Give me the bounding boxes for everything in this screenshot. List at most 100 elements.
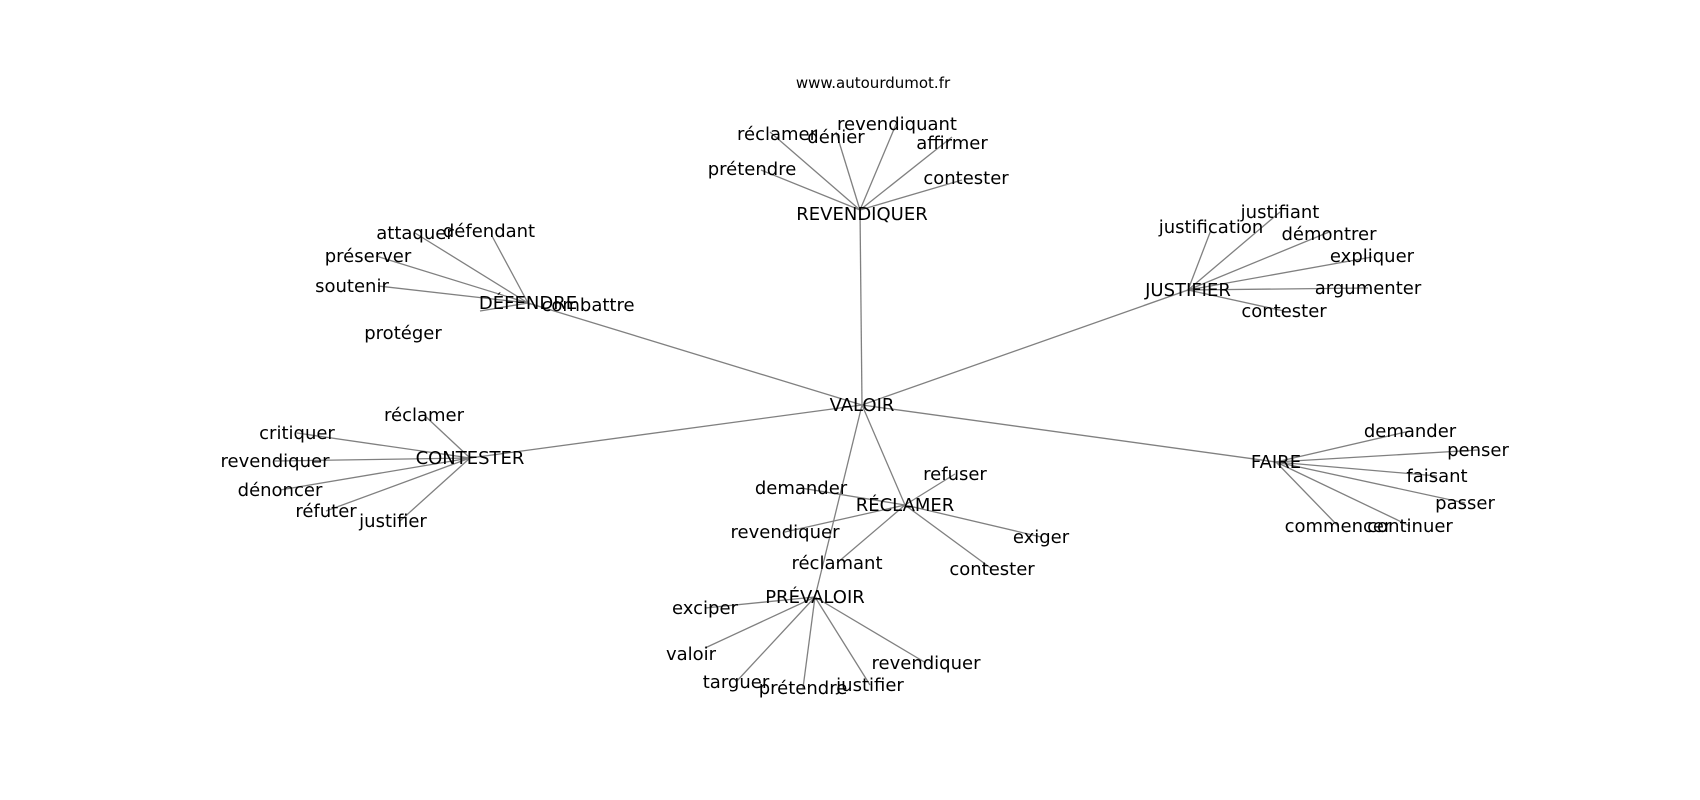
hub-to-word-edge [274,457,471,462]
word-node-label: attaquer [376,223,454,244]
word-node-label: soutenir [315,276,389,297]
hub-to-word-edge [1275,461,1438,477]
word-node-label: affirmer [916,133,988,154]
hub-to-word-edge [859,121,898,211]
hub-to-word-edge [1187,287,1369,291]
hub-to-word-edge [1187,231,1330,291]
word-node-label: continuer [1367,516,1453,537]
word-node-label: contester [1241,301,1327,322]
word-node-label: réclamant [791,553,882,574]
word-node-label: préserver [325,246,412,267]
center-to-hub-edge [469,404,863,459]
word-node-label: revendiquer [731,522,841,543]
hub-to-word-edge [769,131,861,211]
hub-to-word-edge [1275,461,1339,527]
center-node-label: VALOIR [830,395,895,416]
hub-to-word-edge [859,179,963,211]
hub-to-word-edge [904,473,956,506]
word-node-label: revendiquant [837,114,957,135]
hub-to-word-edge [735,596,816,683]
hub-to-word-edge [491,235,529,304]
hub-to-word-edge [377,285,529,304]
word-node-label: exiger [1013,527,1070,548]
hub-to-word-edge [1275,449,1479,463]
hub-to-word-edge [814,596,927,664]
hub-to-word-edge [479,302,529,312]
hub-to-word-edge [800,487,906,506]
word-node-label: contester [923,168,1009,189]
hub-to-word-edge [375,255,529,304]
hub-to-word-edge [1187,289,1285,312]
center-to-hub-edge [527,302,863,406]
hub-to-word-edge [704,596,816,649]
graph-edges [274,121,1479,689]
hub-to-word-edge [1275,430,1411,463]
word-node-label: défendant [443,221,535,242]
word-node-label: justifier [835,675,904,696]
word-node-label: justifiant [1240,202,1320,223]
hub-node-label: CONTESTER [416,448,525,469]
hub-to-word-edge [296,432,471,459]
hub-node-label: DÉFENDRE [479,292,577,314]
hub-to-word-edge [904,504,1042,538]
word-node-label: réfuter [295,501,357,522]
word-node-label: justification [1158,217,1264,238]
word-node-label: réclamer [737,124,818,145]
hub-to-word-edge [325,457,471,512]
word-node-label: demander [1364,421,1457,442]
word-node-label: faisant [1406,466,1467,487]
hub-node-label: PRÉVALOIR [765,586,865,608]
word-node-label: revendiquer [872,653,982,674]
hub-to-word-edge [904,504,993,570]
hub-to-word-edge [414,232,529,304]
center-to-hub-edge [861,404,1277,463]
hub-to-word-edge [423,414,471,459]
word-node-label: dénier [807,127,865,148]
word-node-label: contester [949,559,1035,580]
word-node-label: commencer [1285,516,1392,537]
word-node-label: prétendre [759,678,848,699]
hub-to-word-edge [760,169,861,211]
center-to-hub-edge [861,289,1189,406]
word-node-label: critiquer [259,423,335,444]
word-node-label: penser [1447,440,1509,461]
word-node-label: argumenter [1315,278,1422,299]
word-node-label: combattre [541,295,634,316]
hub-to-word-edge [704,596,816,609]
word-node-label: expliquer [1330,246,1415,267]
word-node-label: réclamer [384,405,465,426]
word-node-label: valoir [666,644,717,665]
center-to-hub-edge [814,404,863,598]
word-node-label: démontrer [1282,224,1378,245]
word-node-label: revendiquer [221,451,331,472]
hub-node-label: JUSTIFIER [1144,280,1231,301]
word-node-label: refuser [923,464,987,485]
hub-to-word-edge [1275,461,1411,527]
hub-node-label: RÉCLAMER [856,494,955,516]
graph-labels: www.autourdumot.fr VALOIR REVENDIQUER récl… [221,74,1510,699]
word-node-label: prétendre [708,159,797,180]
hub-to-word-edge [279,457,471,491]
word-node-label: targuer [703,672,770,693]
hub-to-word-edge [814,596,871,686]
hub-to-word-edge [802,596,816,689]
hub-to-word-edge [1187,229,1212,291]
website-label: www.autourdumot.fr [796,74,951,92]
word-node-label: passer [1435,493,1495,514]
hub-node-label: REVENDIQUER [796,204,927,225]
word-node-label: demander [755,478,848,499]
word-node-label: exciper [672,598,738,619]
hub-to-word-edge [784,504,906,533]
center-to-hub-edge [861,404,906,506]
hub-to-word-edge [835,131,861,211]
hub-to-word-edge [527,302,531,306]
hub-to-word-edge [1187,256,1373,291]
hub-to-word-edge [859,136,953,211]
center-to-hub-edge [859,209,863,406]
word-node-label: protéger [364,323,442,344]
hub-to-word-edge [1275,461,1466,504]
hub-to-word-edge [399,457,471,522]
hub-node-label: FAIRE [1251,452,1301,473]
hub-to-word-edge [836,504,906,564]
